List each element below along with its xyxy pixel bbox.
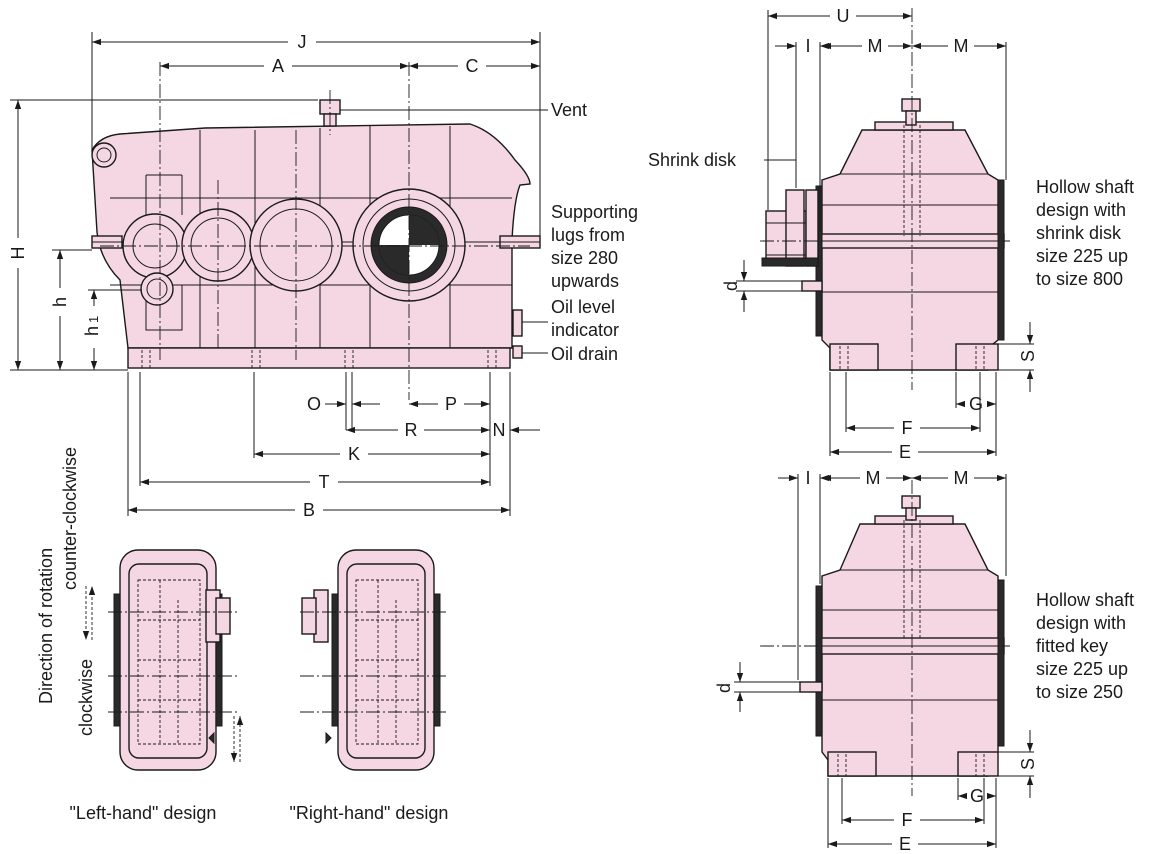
dim-C: C xyxy=(466,56,479,76)
rotation-arrows xyxy=(82,586,244,762)
dim-F-shrink: F xyxy=(902,418,913,438)
key-caption-2: design with xyxy=(1036,613,1126,633)
dim-B: B xyxy=(303,500,315,520)
dim-M-shrink-right: M xyxy=(954,36,969,56)
dim-I-shrink: I xyxy=(805,36,810,56)
dim-G-shrink: G xyxy=(969,394,983,414)
front-dimensions: J A C H h h 1 O P R xyxy=(8,32,541,520)
callout-shrink-disk: Shrink disk xyxy=(648,150,737,170)
dim-F-key: F xyxy=(902,810,913,830)
callout-lugs-1: Supporting xyxy=(551,202,638,222)
key-caption-5: to size 250 xyxy=(1036,682,1123,702)
dim-K: K xyxy=(348,444,360,464)
callout-oil-level-1: Oil level xyxy=(551,297,615,317)
dim-M-shrink-left: M xyxy=(868,36,883,56)
callout-oil-level-2: indicator xyxy=(551,320,619,340)
dim-G-key: G xyxy=(970,786,984,806)
rotation-right-hand xyxy=(300,549,448,771)
dim-S-key: S xyxy=(1018,758,1038,770)
key-view-dimensions: I M M d S G F E xyxy=(714,468,1038,854)
oil-level-indicator xyxy=(512,309,523,337)
rotation-title: Direction of rotation xyxy=(36,548,56,704)
key-caption-4: size 225 up xyxy=(1036,659,1128,679)
callout-lugs-2: lugs from xyxy=(551,225,625,245)
dim-J: J xyxy=(298,32,307,52)
dim-M-key-right: M xyxy=(954,468,969,488)
dim-R: R xyxy=(405,420,418,440)
dim-T: T xyxy=(319,472,330,492)
dim-N: N xyxy=(493,420,506,440)
callout-lugs-3: size 280 xyxy=(551,248,618,268)
shrink-caption-5: to size 800 xyxy=(1036,269,1123,289)
dim-O: O xyxy=(307,394,321,414)
dim-H: H xyxy=(8,247,28,260)
shrink-view-dimensions: U I M M d S G F xyxy=(721,6,1038,462)
key-view-labels: Hollow shaft design with fitted key size… xyxy=(1036,590,1134,702)
shrink-caption-4: size 225 up xyxy=(1036,246,1128,266)
shrink-view-labels: Shrink disk Hollow shaft design with shr… xyxy=(648,150,1134,289)
shrink-caption-2: design with xyxy=(1036,200,1126,220)
dim-d-shrink: d xyxy=(721,281,741,291)
side-view-shrink-disk xyxy=(760,8,1010,390)
rotation-cw-label: clockwise xyxy=(76,659,96,736)
dim-d-key: d xyxy=(714,683,734,693)
dim-A: A xyxy=(272,56,284,76)
oil-drain-plug xyxy=(512,345,523,359)
front-callouts: Vent Supporting lugs from size 280 upwar… xyxy=(340,100,638,364)
rotation-labels: Direction of rotation counter-clockwise … xyxy=(36,447,448,823)
dim-h1-sub: 1 xyxy=(86,316,101,323)
housing-base xyxy=(127,347,511,369)
left-hand-caption: "Left-hand" design xyxy=(70,803,217,823)
dim-P: P xyxy=(445,394,457,414)
dim-I-key: I xyxy=(805,468,810,488)
side-view-fitted-key xyxy=(760,480,1010,796)
dim-h: h xyxy=(50,297,70,307)
rotation-left-hand xyxy=(108,549,238,771)
callout-vent: Vent xyxy=(551,100,587,120)
dim-h1: h xyxy=(82,326,102,336)
right-hand-caption: "Right-hand" design xyxy=(290,803,449,823)
front-view xyxy=(91,62,541,400)
dim-U: U xyxy=(837,6,850,26)
callout-lugs-4: upwards xyxy=(551,271,619,291)
key-caption-1: Hollow shaft xyxy=(1036,590,1134,610)
dim-M-key-left: M xyxy=(866,468,881,488)
shrink-caption-3: shrink disk xyxy=(1036,223,1122,243)
housing-side-shrink xyxy=(821,129,999,371)
shrink-caption-1: Hollow shaft xyxy=(1036,177,1134,197)
dim-S-shrink: S xyxy=(1018,350,1038,362)
dim-E-key: E xyxy=(899,834,911,854)
key-caption-3: fitted key xyxy=(1036,636,1108,656)
callout-oil-drain: Oil drain xyxy=(551,344,618,364)
rotation-ccw-label: counter-clockwise xyxy=(60,447,80,590)
dim-E-shrink: E xyxy=(899,442,911,462)
